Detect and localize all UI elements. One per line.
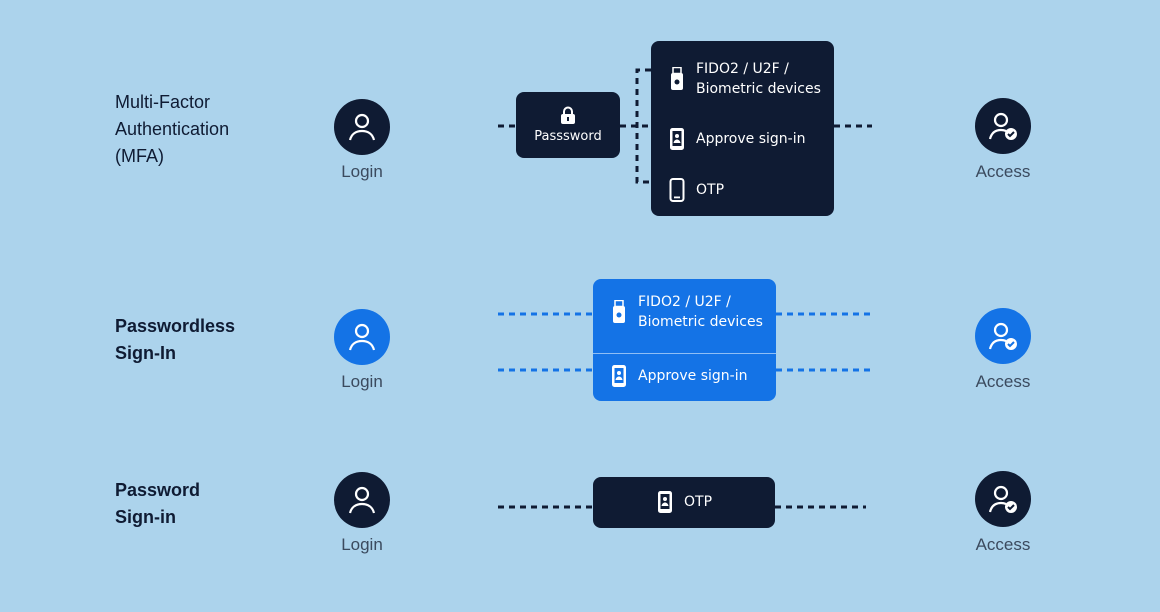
login-user-icon [334, 309, 390, 365]
method-fido2-label: FIDO2 / U2F / Biometric devices [696, 61, 821, 97]
password-box: Passsword [516, 92, 620, 158]
method-otp-label: OTP [696, 182, 725, 198]
method-approve-signin: Approve sign-in [667, 127, 805, 151]
row-title-password: Password Sign-in [115, 480, 201, 527]
method-fido2: FIDO2 / U2F / Biometric devices [609, 292, 763, 332]
phone-badge-icon [655, 490, 675, 514]
access-label: Access [975, 162, 1031, 181]
lock-icon [561, 106, 575, 124]
usb-key-icon [609, 300, 629, 324]
method-fido2-label: FIDO2 / U2F / Biometric devices [638, 294, 763, 330]
divider [593, 353, 776, 354]
method-approve-signin-label: Approve sign-in [638, 368, 748, 384]
method-otp: OTP [667, 178, 724, 202]
password-label: Passsword [534, 129, 602, 144]
phone-icon [667, 178, 687, 202]
login-label: Login [341, 535, 383, 554]
mfa-methods-box: FIDO2 / U2F / Biometric devices Approve … [651, 41, 834, 216]
access-label: Access [975, 372, 1031, 391]
access-user-check-icon [975, 471, 1031, 527]
access-user-check-icon [975, 308, 1031, 364]
phone-badge-icon [667, 127, 687, 151]
phone-badge-icon [609, 364, 629, 388]
access-label: Access [975, 535, 1031, 554]
login-label: Login [341, 372, 383, 391]
method-otp: OTP [655, 490, 712, 514]
usb-key-icon [667, 67, 687, 91]
method-fido2: FIDO2 / U2F / Biometric devices [667, 59, 821, 99]
mfa-branch-top [635, 68, 651, 184]
password-otp-box: OTP [593, 477, 775, 528]
access-user-check-icon [975, 98, 1031, 154]
method-approve-signin: Approve sign-in [609, 364, 747, 388]
row-title-passwordless: Passwordless Sign-In [115, 316, 236, 363]
login-user-icon [334, 99, 390, 155]
method-otp-label: OTP [684, 494, 713, 510]
login-label: Login [341, 162, 383, 181]
row-title-mfa: Multi-Factor Authentication (MFA) [115, 92, 230, 166]
method-approve-signin-label: Approve sign-in [696, 131, 806, 147]
passwordless-methods-box: FIDO2 / U2F / Biometric devices Approve … [593, 279, 776, 401]
login-user-icon [334, 472, 390, 528]
